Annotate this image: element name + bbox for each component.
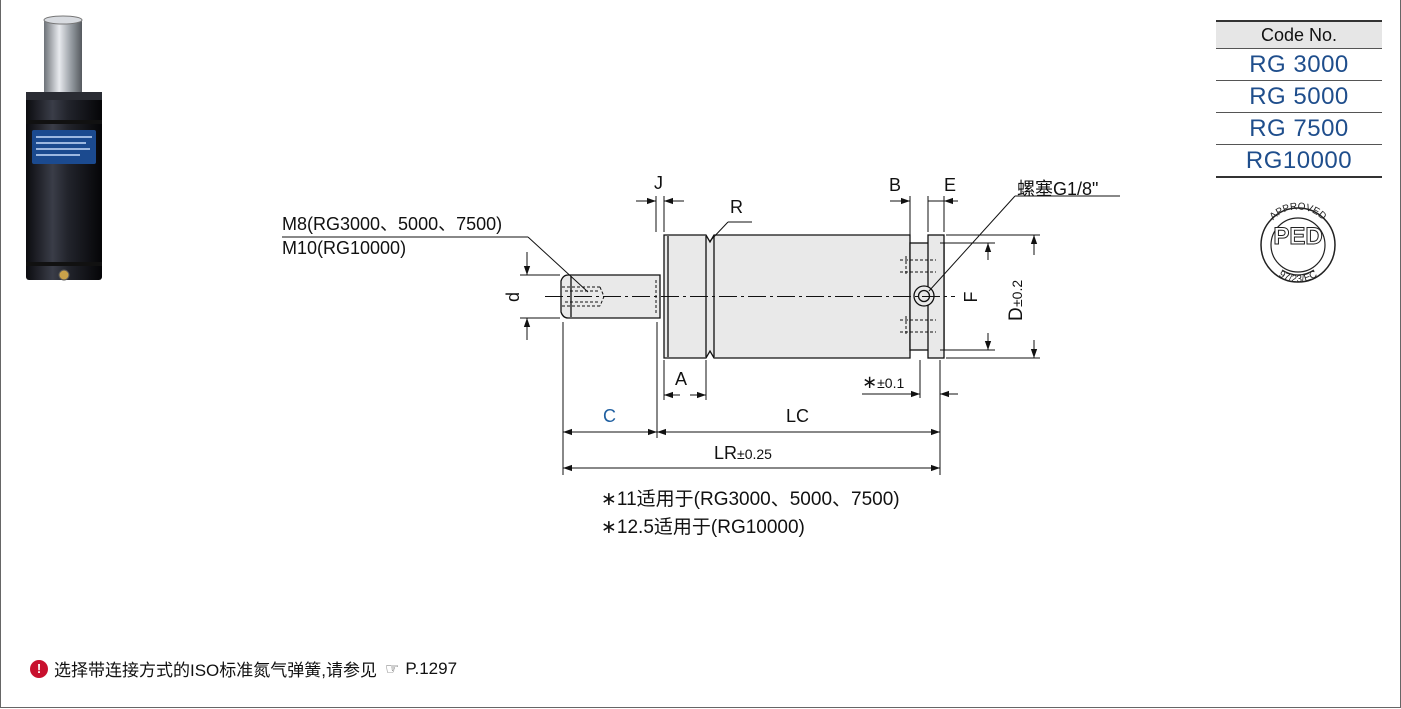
- dim-label-J: J: [654, 173, 663, 193]
- ped-bottom-text: 97/23/EC: [1277, 269, 1319, 285]
- code-row[interactable]: RG 7500: [1216, 112, 1382, 145]
- star-tol-value: ±0.1: [877, 375, 905, 391]
- ped-center-text: PED: [1273, 223, 1322, 250]
- dim-label-A: A: [675, 369, 688, 389]
- dim-label-F: F: [961, 292, 981, 303]
- code-number-table: Code No. RG 3000 RG 5000 RG 7500 RG10000: [1216, 20, 1382, 178]
- footnote-1: ∗11适用于(RG3000、5000、7500): [601, 489, 900, 510]
- thread-label-line1: M8(RG3000、5000、7500): [282, 214, 503, 234]
- footer-note: ! 选择带连接方式的ISO标准氮气弹簧,请参见 ☞ P.1297: [30, 656, 457, 681]
- star-symbol: ∗: [862, 372, 878, 392]
- dim-label-D-group: D ±0.2: [1006, 280, 1027, 321]
- dim-label-D: D: [1006, 307, 1027, 321]
- code-row[interactable]: RG10000: [1216, 144, 1382, 178]
- thread-label-line2: M10(RG10000): [282, 238, 407, 258]
- dim-label-B: B: [889, 175, 902, 195]
- dim-label-LR-tol: ±0.25: [737, 446, 772, 462]
- dim-label-d: d: [503, 292, 523, 302]
- dim-label-star-tol: ∗±0.1: [862, 372, 904, 393]
- plug-label: 螺塞G1/8": [1017, 179, 1099, 199]
- code-row[interactable]: RG 3000: [1216, 48, 1382, 81]
- dim-label-C: C: [603, 406, 616, 426]
- code-row[interactable]: RG 5000: [1216, 80, 1382, 113]
- dim-label-R: R: [730, 197, 743, 217]
- dim-label-LC: LC: [786, 406, 810, 426]
- dim-label-D-tol: ±0.2: [1009, 280, 1025, 307]
- product-photo: [26, 15, 102, 281]
- footnote-2: ∗12.5适用于(RG10000): [601, 517, 805, 538]
- dimension-lines: [282, 195, 1120, 475]
- dim-label-LR: LR: [714, 443, 738, 463]
- dim-label-E: E: [944, 175, 957, 195]
- ped-approval-badge: PED APPROVED 97/23/EC: [1260, 201, 1336, 285]
- code-table-header: Code No.: [1216, 20, 1382, 49]
- pointing-hand-icon: ☞: [385, 660, 400, 678]
- info-icon: !: [30, 659, 48, 678]
- footer-text: 选择带连接方式的ISO标准氮气弹簧,请参见: [54, 661, 378, 680]
- footer-page-ref[interactable]: P.1297: [405, 658, 458, 678]
- cylinder-drawing: [545, 234, 955, 359]
- ped-top-text: APPROVED: [1268, 201, 1329, 222]
- dim-label-LR-group: LR±0.25: [714, 443, 772, 464]
